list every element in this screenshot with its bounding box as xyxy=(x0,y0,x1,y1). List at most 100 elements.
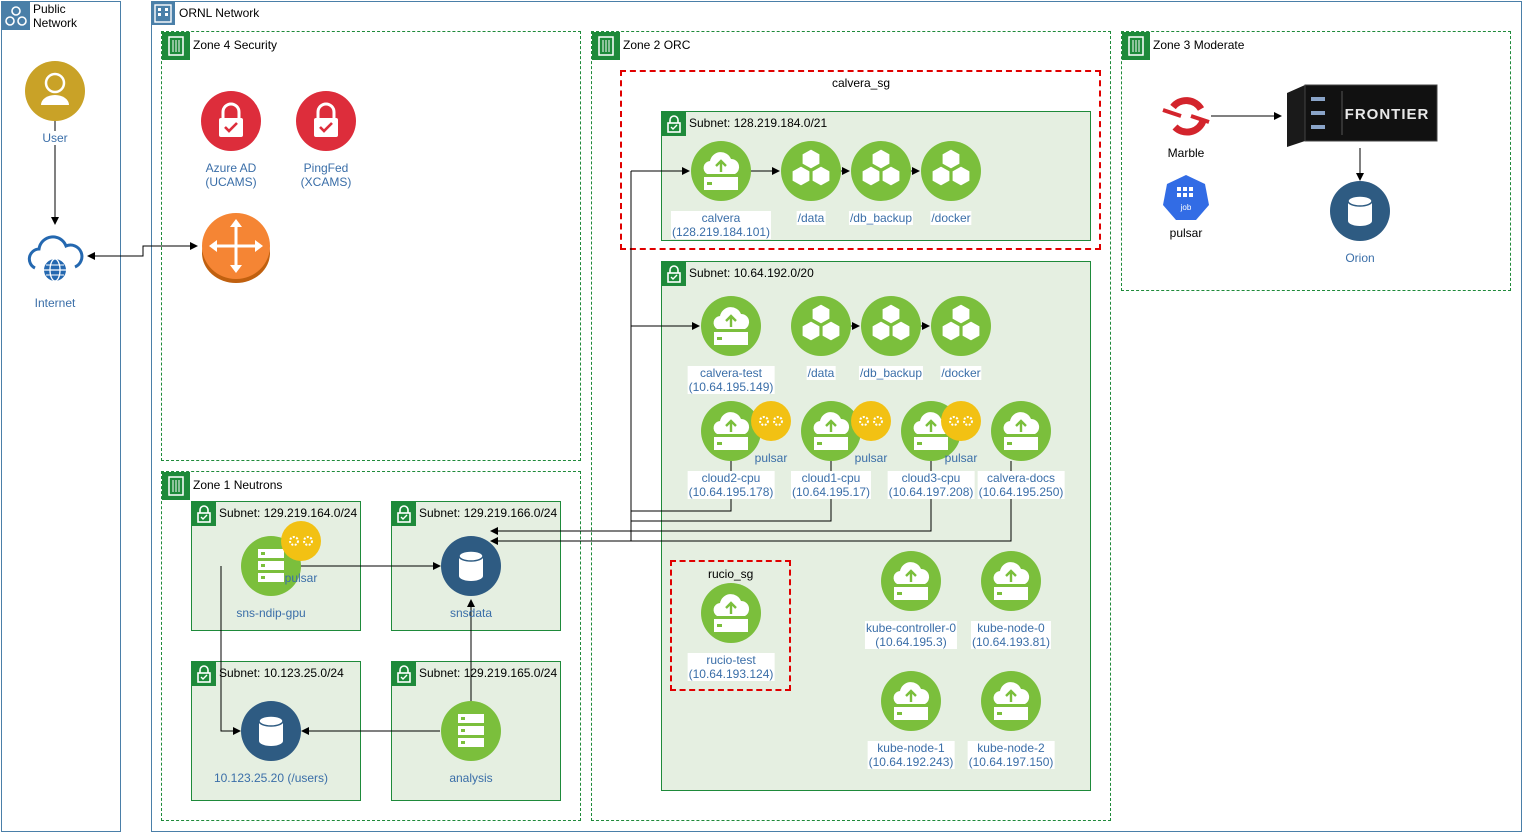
ct-docker-volume-icon[interactable] xyxy=(931,296,991,356)
sns-ndip-gpu-label: sns-ndip-gpu xyxy=(236,606,306,620)
subnet-164-title: Subnet: 129.219.164.0/24 xyxy=(219,506,358,520)
pingfed-label: PingFed(XCAMS) xyxy=(299,161,353,189)
kube-node-2-label: kube-node-2(10.64.197.150) xyxy=(967,741,1055,769)
sns-pulsar-gear-icon xyxy=(281,521,321,561)
snsdata-label: snsdata xyxy=(449,606,493,620)
user-label: User xyxy=(41,131,69,145)
subnet-166-lock-icon xyxy=(392,502,416,526)
cloud3-pulsar-gear-icon xyxy=(941,401,981,441)
calvera-label: calvera(128.219.184.101) xyxy=(670,211,772,239)
users-storage-icon[interactable] xyxy=(241,701,301,761)
calvera-data-label: /data xyxy=(796,211,826,225)
ornl-network-icon xyxy=(151,1,175,25)
cloud3-cpu-label: cloud3-cpu(10.64.197.208) xyxy=(887,471,975,499)
ct-dbbackup-label: /db_backup xyxy=(858,366,924,380)
subnet-164-lock-icon xyxy=(192,502,216,526)
router-icon[interactable] xyxy=(201,211,271,283)
calvera-test-label: calvera-test(10.64.195.149) xyxy=(687,366,775,394)
subnet-10-123-title: Subnet: 10.123.25.0/24 xyxy=(219,666,344,680)
calvera-docs-label: calvera-docs(10.64.195.250) xyxy=(977,471,1065,499)
zone-1-title: Zone 1 Neutrons xyxy=(193,478,283,492)
calvera-docker-volume-icon[interactable] xyxy=(921,141,981,201)
zone-3-container xyxy=(1121,31,1511,291)
azure-ad-lock-icon[interactable] xyxy=(201,91,261,151)
kube-node-0-vm-icon[interactable] xyxy=(981,551,1041,611)
cloud2-pulsar-gear-icon xyxy=(751,401,791,441)
calvera-test-vm-icon[interactable] xyxy=(701,296,761,356)
kube-node-0-label: kube-node-0(10.64.193.81) xyxy=(970,621,1052,649)
zone-3-title: Zone 3 Moderate xyxy=(1153,38,1245,52)
users-storage-label: 10.123.25.20 (/users) xyxy=(213,771,329,785)
subnet-128-lock-icon xyxy=(662,112,686,136)
rucio-sg-boundary xyxy=(670,560,791,691)
frontier-text: FRONTIER xyxy=(1345,106,1430,123)
zone-1-container xyxy=(161,471,581,821)
calvera-data-volume-icon[interactable] xyxy=(781,141,841,201)
sns-pulsar-label: pulsar xyxy=(284,571,318,585)
ct-data-volume-icon[interactable] xyxy=(791,296,851,356)
subnet-165-title: Subnet: 129.219.165.0/24 xyxy=(419,666,558,680)
gpu-to-users-line xyxy=(220,566,241,735)
marble-openshift-icon[interactable] xyxy=(1161,93,1211,139)
analysis-label: analysis xyxy=(449,771,493,785)
kube-controller-0-label: kube-controller-0(10.64.195.3) xyxy=(864,621,958,649)
calvera-sg-boundary xyxy=(620,70,1101,250)
kube-node-1-vm-icon[interactable] xyxy=(881,671,941,731)
kube-node-1-label: kube-node-1(10.64.192.243) xyxy=(867,741,955,769)
subnet-10-64-title: Subnet: 10.64.192.0/20 xyxy=(689,266,814,280)
azure-ad-label: Azure AD(UCAMS) xyxy=(204,161,258,189)
orion-label: Orion xyxy=(1344,251,1376,265)
pulsar-zone3-label: pulsar xyxy=(1168,226,1204,240)
cloud1-pulsar-label: pulsar xyxy=(854,451,888,465)
subnet-128-title: Subnet: 128.219.184.0/21 xyxy=(689,116,828,130)
ct-data-label: /data xyxy=(806,366,836,380)
ornl-network-title: ORNL Network xyxy=(179,6,260,20)
cloud2-cpu-vm-icon[interactable] xyxy=(701,401,761,461)
kube-node-2-vm-icon[interactable] xyxy=(981,671,1041,731)
rucio-test-label: rucio-test(10.64.193.124) xyxy=(687,653,775,681)
snsdata-storage-icon[interactable] xyxy=(441,536,501,596)
cloud1-cpu-vm-icon[interactable] xyxy=(801,401,861,461)
zone-4-icon xyxy=(162,32,190,60)
user-icon[interactable] xyxy=(25,61,85,121)
internet-label: Internet xyxy=(33,296,77,310)
orion-storage-icon[interactable] xyxy=(1330,181,1390,241)
rucio-sg-title: rucio_sg xyxy=(708,567,754,581)
ornl-network-container xyxy=(151,1,1522,832)
subnet-166-title: Subnet: 129.219.166.0/24 xyxy=(419,506,558,520)
cloud2-pulsar-label: pulsar xyxy=(754,451,788,465)
zone-2-icon xyxy=(592,32,620,60)
job-icon-text: job xyxy=(1180,203,1192,212)
ct-dbbackup-volume-icon[interactable] xyxy=(861,296,921,356)
calvera-docker-label: /docker xyxy=(930,211,972,225)
cloud1-cpu-label: cloud1-cpu(10.64.195.17) xyxy=(790,471,872,499)
kube-controller-0-vm-icon[interactable] xyxy=(881,551,941,611)
cloud2-cpu-label: cloud2-cpu(10.64.195.178) xyxy=(687,471,775,499)
public-network-icon xyxy=(2,2,30,30)
zone-1-icon xyxy=(162,472,190,500)
marble-label: Marble xyxy=(1166,146,1206,160)
cloud3-pulsar-label: pulsar xyxy=(944,451,978,465)
subnet-165-lock-icon xyxy=(392,662,416,686)
zone-2-title: Zone 2 ORC xyxy=(623,38,691,52)
zone-2-container xyxy=(591,31,1111,821)
calvera-dbbackup-volume-icon[interactable] xyxy=(851,141,911,201)
subnet-10-64-lock-icon xyxy=(662,262,686,286)
public-network-title: Public Network xyxy=(33,2,78,30)
internet-router-line xyxy=(87,242,198,260)
calvera-sg-title: calvera_sg xyxy=(832,76,891,90)
calvera-vm-icon[interactable] xyxy=(691,141,751,201)
calvera-docs-vm-icon[interactable] xyxy=(991,401,1051,461)
cloud1-pulsar-gear-icon xyxy=(851,401,891,441)
internet-icon[interactable] xyxy=(25,226,85,286)
pulsar-job-icon[interactable]: job xyxy=(1162,173,1210,221)
pingfed-lock-icon[interactable] xyxy=(296,91,356,151)
rucio-test-vm-icon[interactable] xyxy=(701,583,761,643)
frontier-supercomputer-icon[interactable]: FRONTIER xyxy=(1283,83,1438,147)
subnet-10-123-lock-icon xyxy=(192,662,216,686)
ct-docker-label: /docker xyxy=(940,366,982,380)
zone-4-title: Zone 4 Security xyxy=(193,38,278,52)
zone-3-icon xyxy=(1122,32,1150,60)
analysis-server-icon[interactable] xyxy=(441,701,501,761)
